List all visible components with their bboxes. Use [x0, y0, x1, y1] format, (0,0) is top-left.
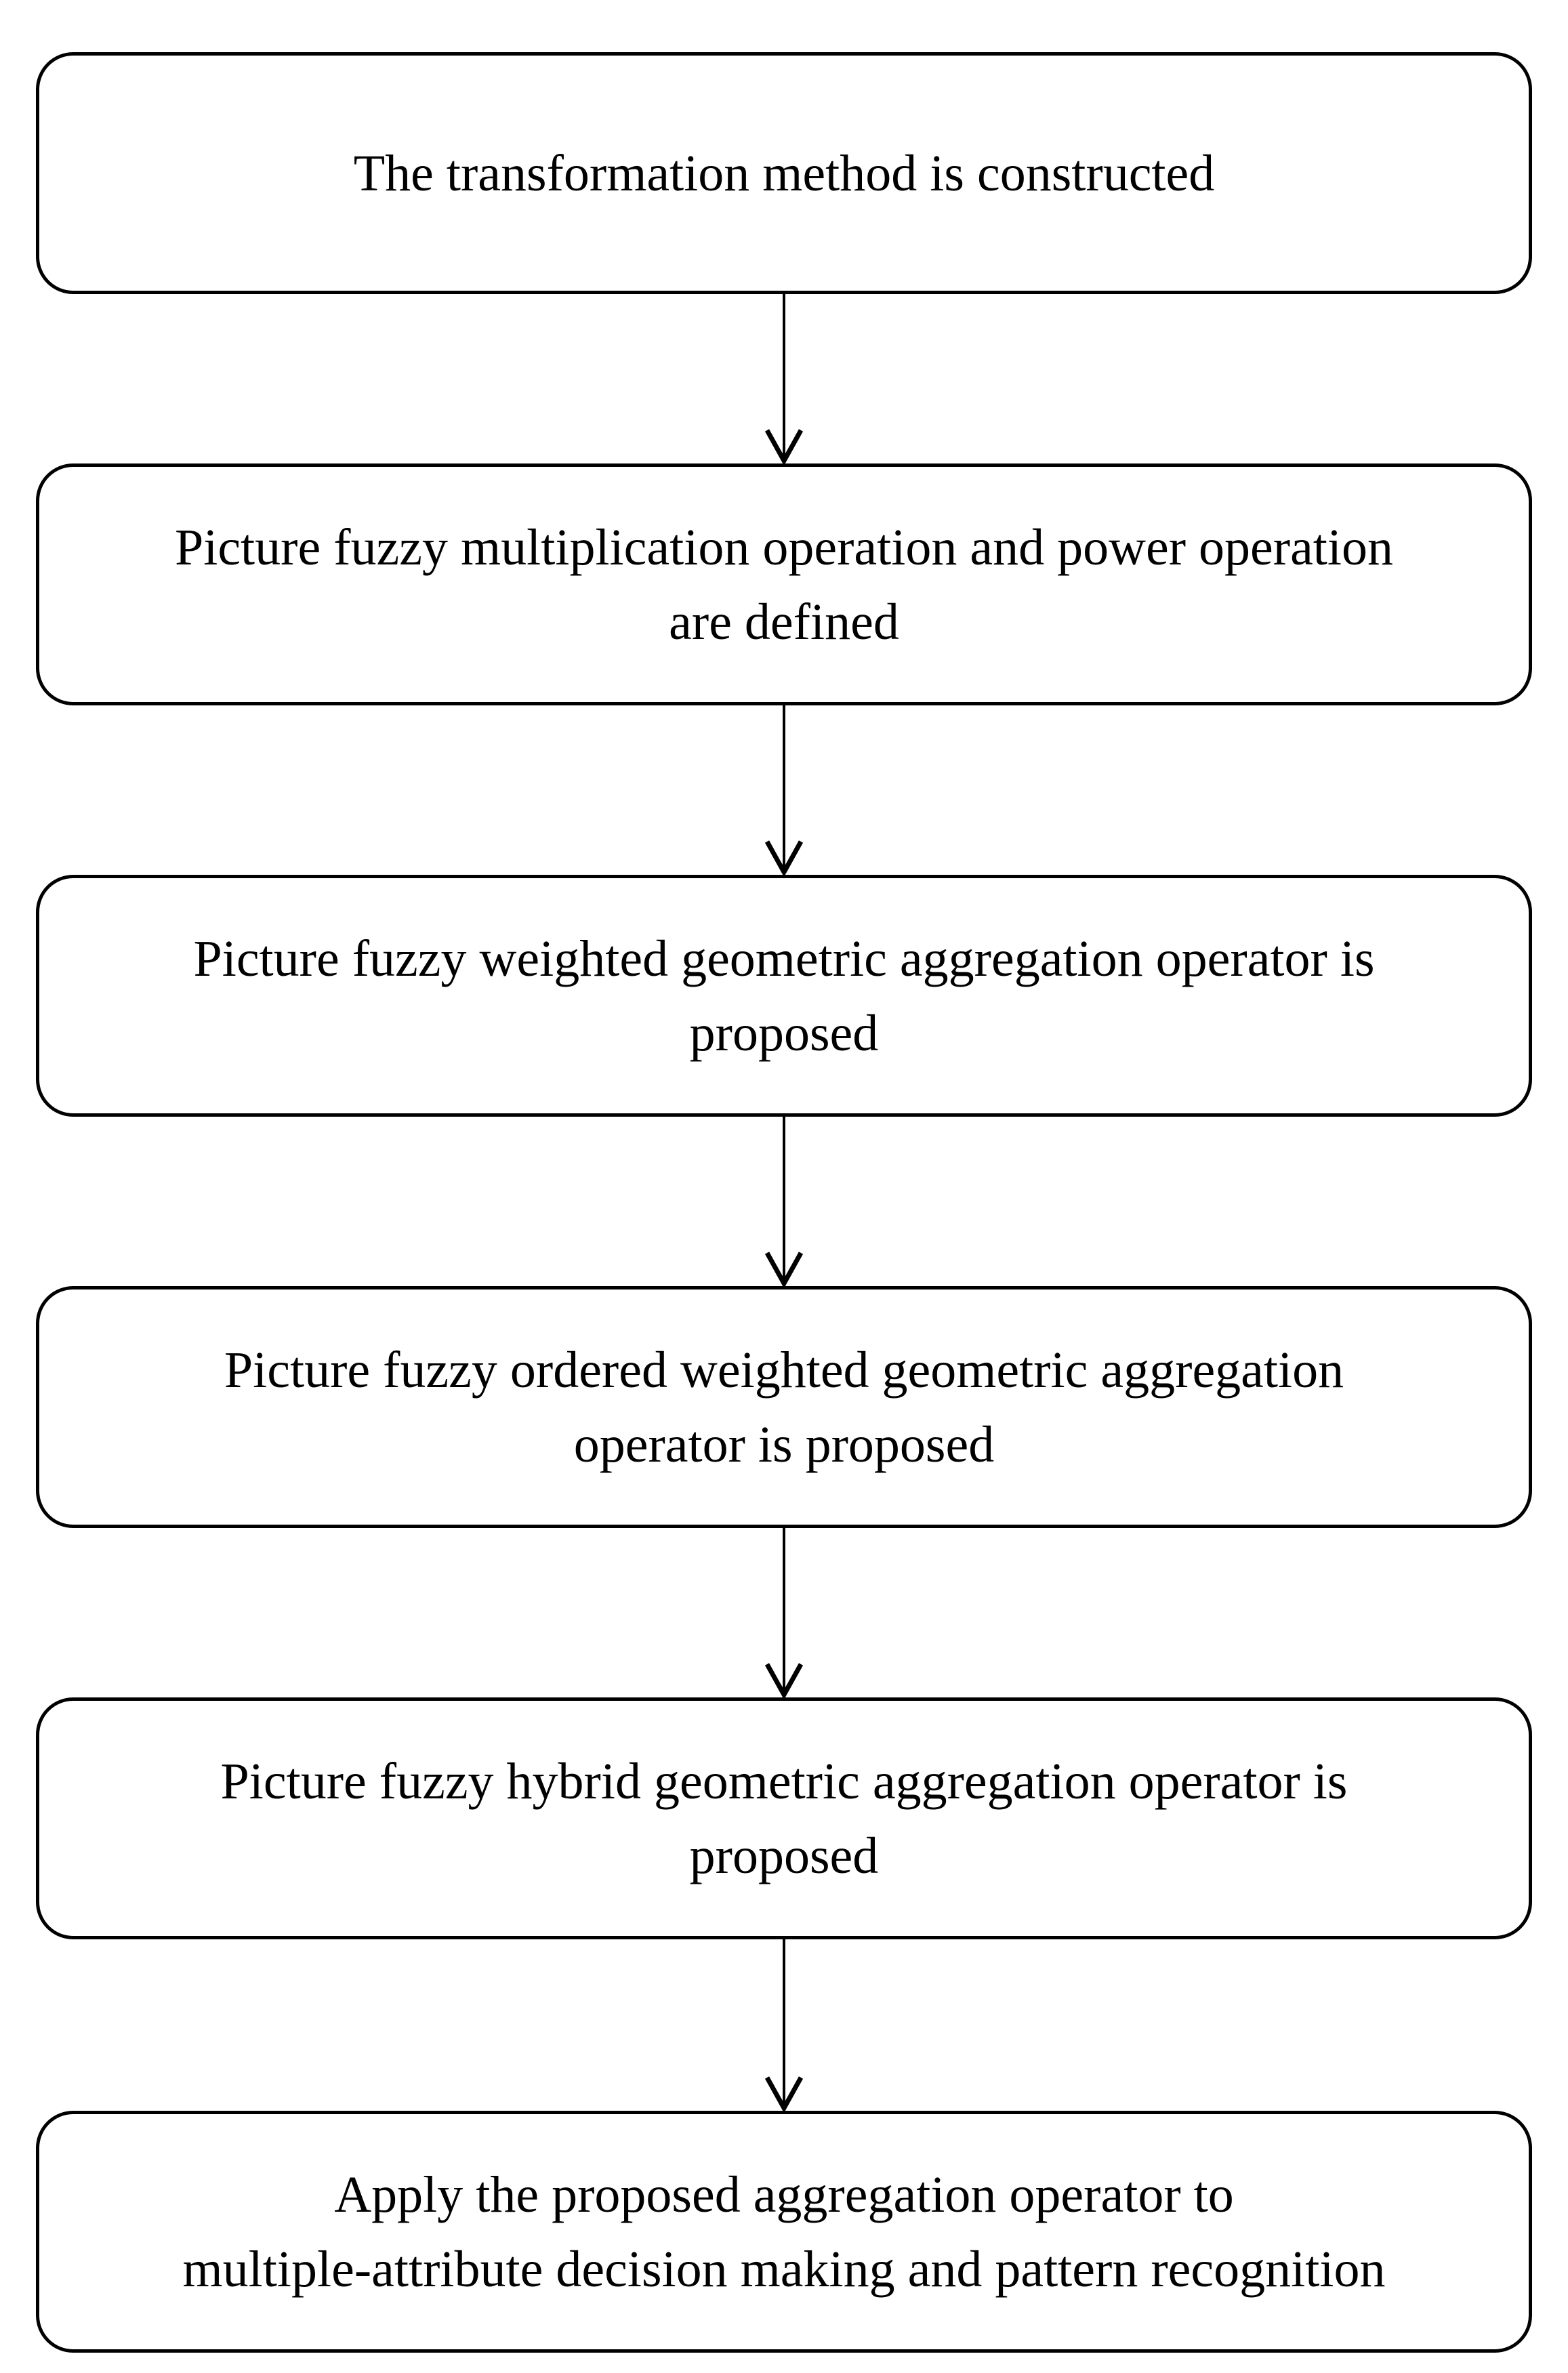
- arrow-head-icon: [764, 840, 804, 875]
- flow-step-6: Apply the proposed aggregation operator …: [36, 2111, 1532, 2353]
- flow-step-5: Picture fuzzy hybrid geometric aggregati…: [36, 1697, 1532, 1939]
- flow-step-1: The transformation method is constructed: [36, 52, 1532, 294]
- flow-arrow-3-down-icon: [762, 1117, 806, 1286]
- arrow-shaft: [783, 1117, 785, 1284]
- arrow-shaft: [783, 705, 785, 873]
- flow-step-4-label: Picture fuzzy ordered weighted geometric…: [224, 1341, 1344, 1473]
- arrow-head-icon: [764, 1252, 804, 1286]
- arrow-shaft: [783, 1939, 785, 2109]
- arrow-head-icon: [764, 2076, 804, 2111]
- flow-step-4: Picture fuzzy ordered weighted geometric…: [36, 1286, 1532, 1528]
- flow-arrow-5-down-icon: [762, 1939, 806, 2111]
- arrow-shaft: [783, 294, 785, 461]
- flow-arrow-2-down-icon: [762, 705, 806, 875]
- flow-step-5-label: Picture fuzzy hybrid geometric aggregati…: [220, 1752, 1348, 1884]
- arrow-head-icon: [764, 429, 804, 463]
- flow-step-3-label: Picture fuzzy weighted geometric aggrega…: [193, 930, 1375, 1062]
- flow-step-3: Picture fuzzy weighted geometric aggrega…: [36, 875, 1532, 1117]
- flow-step-2: Picture fuzzy multiplication operation a…: [36, 463, 1532, 705]
- arrow-shaft: [783, 1528, 785, 1695]
- flow-step-1-label: The transformation method is constructed: [353, 144, 1215, 202]
- flow-arrow-4-down-icon: [762, 1528, 806, 1697]
- flow-step-6-label: Apply the proposed aggregation operator …: [182, 2166, 1386, 2298]
- flow-arrow-1-down-icon: [762, 294, 806, 463]
- arrow-head-icon: [764, 1663, 804, 1697]
- flow-step-2-label: Picture fuzzy multiplication operation a…: [174, 518, 1394, 651]
